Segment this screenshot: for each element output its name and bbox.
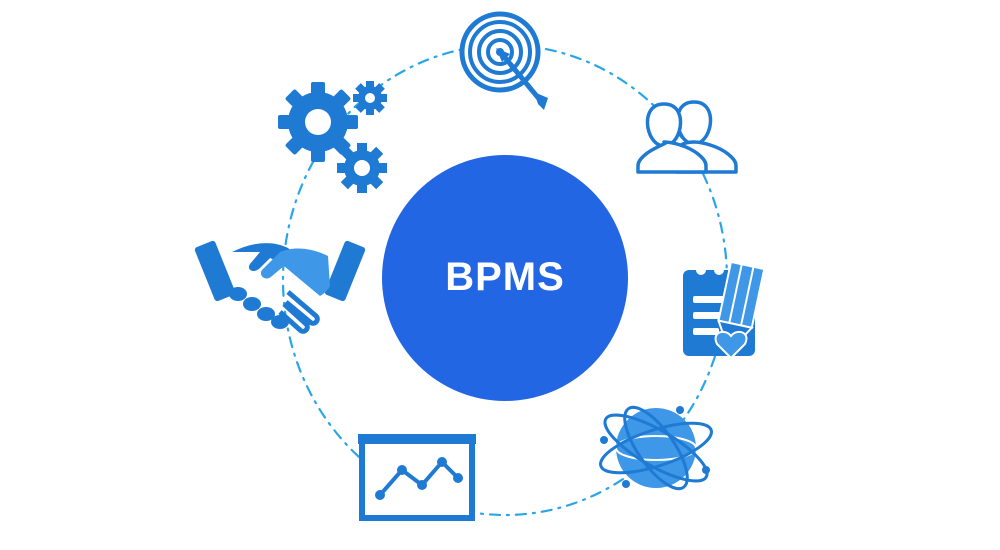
document-pencil-icon [683,260,766,360]
globe-orbit-icon [599,405,713,491]
handshake-icon [194,240,366,334]
target-icon [459,11,548,110]
center-circle [382,155,628,401]
gears-icon [278,81,387,193]
users-icon [636,100,738,174]
center-label: BPMS [445,255,565,299]
line-chart-icon [358,434,476,521]
